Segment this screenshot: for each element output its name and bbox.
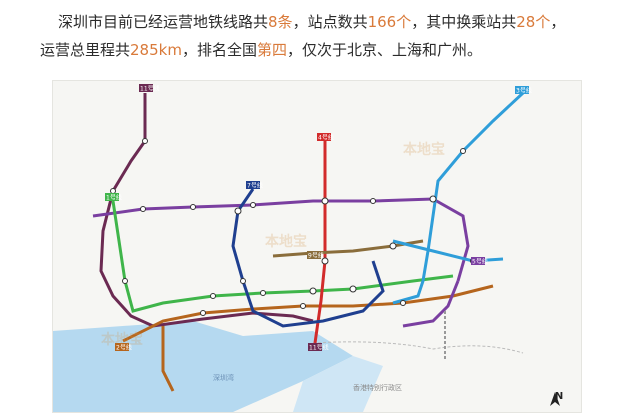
transfer-station — [321, 257, 329, 265]
transfer-station — [234, 207, 242, 215]
badge-text: 11号线 — [309, 344, 329, 352]
line-4 — [313, 141, 327, 344]
watermark: 本地宝 — [101, 332, 143, 348]
badge-line-3 — [515, 86, 529, 94]
transfer-station — [309, 287, 317, 295]
line-3-east — [392, 239, 504, 263]
transfer-station — [321, 197, 329, 205]
station — [240, 278, 246, 284]
stations-count: 166个 — [367, 13, 412, 31]
badge-line-5 — [471, 257, 485, 265]
badge-text: 2号线 — [116, 344, 132, 352]
line-1 — [111, 200, 354, 313]
metro-map: 11号线 4号线 7号线 1号线 2号线 3号线 5号线 9号线 11号线 本地… — [52, 80, 582, 413]
watermark: 本地宝 — [265, 234, 307, 250]
caption-line-2: 运营总里程共285km，排名全国第四，仅次于北京、上海和广州。 — [40, 41, 482, 59]
badge-line-4 — [317, 133, 331, 141]
transfer-station — [389, 242, 397, 250]
station — [300, 303, 306, 309]
badge-line-9 — [307, 251, 321, 259]
station — [400, 300, 406, 306]
line-2-west — [161, 326, 175, 392]
station — [260, 290, 266, 296]
caption-line-1: 深圳市目前已经运营地铁线路共8条，站点数共166个，其中换乘站共28个， — [58, 13, 566, 31]
north-arrow-icon — [550, 392, 560, 406]
mileage: 285km — [130, 41, 182, 59]
badge-text: 3号线 — [516, 87, 532, 95]
badge-text: 9号线 — [308, 252, 324, 260]
line-5-south — [402, 280, 460, 328]
line-3 — [392, 91, 525, 305]
line-11 — [99, 93, 314, 328]
badge-line-11-south — [308, 343, 322, 351]
badge-line-1 — [105, 193, 119, 201]
station — [460, 148, 466, 154]
station — [110, 188, 116, 194]
bay-water-2 — [293, 356, 383, 412]
badge-text: 1号线 — [106, 194, 122, 202]
border — [312, 341, 524, 354]
line-5 — [92, 197, 470, 282]
station — [122, 278, 128, 284]
transfer-station — [429, 195, 437, 203]
badge-text: 4号线 — [318, 134, 334, 142]
badge-line-7 — [246, 181, 260, 189]
badge-text: 11号线 — [140, 85, 160, 93]
station — [250, 202, 256, 208]
line-1-east — [352, 274, 454, 291]
badge-line-2 — [115, 343, 129, 351]
transfer-count: 28个 — [516, 13, 551, 31]
badge-text: 7号线 — [247, 182, 263, 190]
hk-label: 香港特别行政区 — [353, 384, 402, 392]
station — [370, 198, 376, 204]
north-label: N — [554, 391, 564, 402]
article-caption: 深圳市目前已经运营地铁线路共8条，站点数共166个，其中换乘站共28个， 运营总… — [40, 8, 600, 64]
badge-text: 5号线 — [472, 258, 488, 266]
station — [190, 204, 196, 210]
transfer-station — [349, 285, 357, 293]
lines-count: 8条 — [268, 13, 293, 31]
line-7 — [231, 188, 385, 328]
station — [142, 138, 148, 144]
station — [140, 206, 146, 212]
sea-label: 深圳湾 — [213, 374, 234, 382]
badge-line-11-north — [139, 84, 153, 92]
north-indicator: N — [547, 391, 571, 406]
ranking: 第四 — [256, 41, 287, 59]
station — [200, 310, 206, 316]
watermark: 本地宝 — [403, 142, 445, 158]
metro-map-graphic: 11号线 4号线 7号线 1号线 2号线 3号线 5号线 9号线 11号线 — [53, 84, 532, 412]
station — [210, 293, 216, 299]
